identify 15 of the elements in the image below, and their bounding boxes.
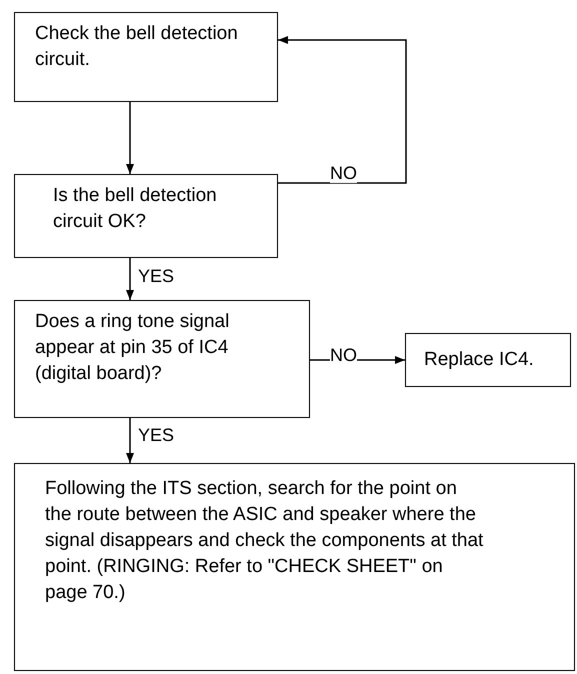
arrow xyxy=(126,418,134,463)
arrow xyxy=(126,258,134,300)
step-text: Check the bell detection circuit. xyxy=(35,22,239,72)
process-box xyxy=(14,300,310,418)
process-box xyxy=(405,333,571,387)
arrow xyxy=(126,102,134,174)
arrow xyxy=(278,36,407,184)
edge-label: NO xyxy=(330,163,357,183)
step-text: Replace IC4. xyxy=(424,348,535,372)
process-box xyxy=(14,12,278,102)
step-text: Following the ITS section, search for the point on the route between the ASIC and speaker where the signal disappears and check the components at that point. (RINGING: Refer to "CHECK SHEET" on page 70.) xyxy=(45,477,484,605)
step-text: Does a ring tone signal appear at pin 35 of IC4 (digital board)? xyxy=(35,310,230,386)
process-box xyxy=(14,463,575,671)
step-text: Is the bell detection circuit OK? xyxy=(53,184,218,234)
process-box xyxy=(14,174,278,258)
